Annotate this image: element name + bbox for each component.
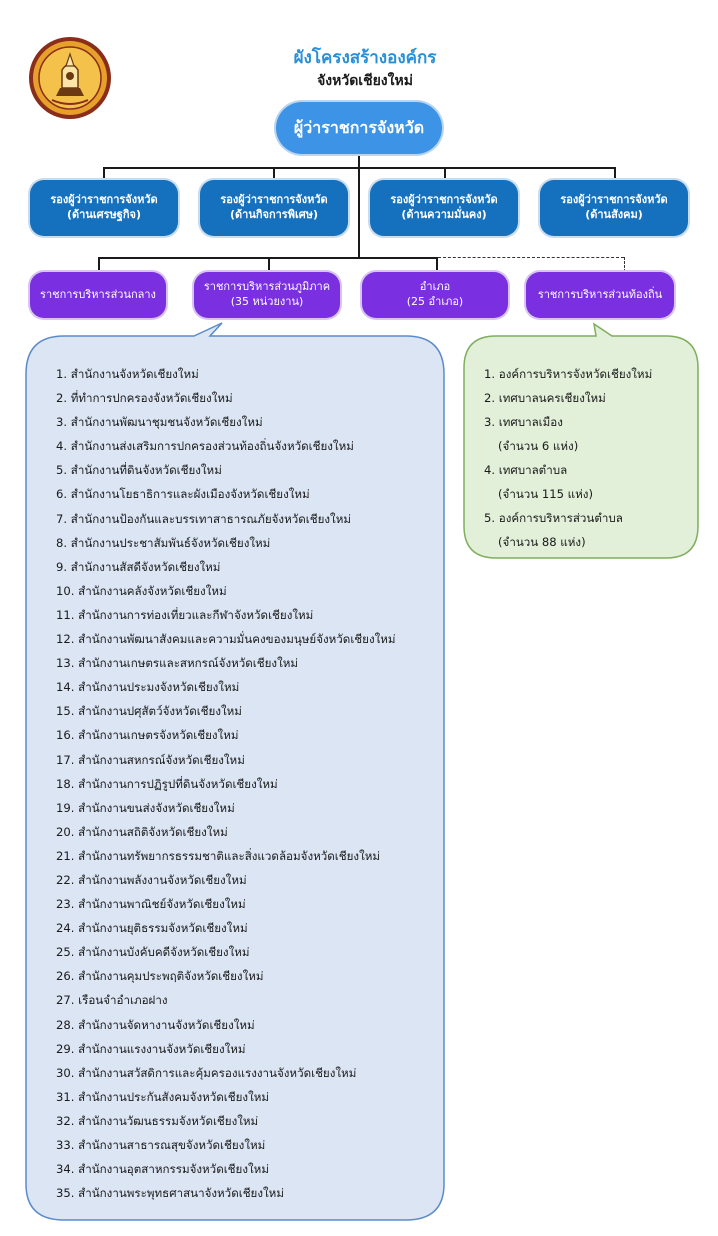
list-item: 2. เทศบาลนครเชียงใหม่ bbox=[484, 391, 606, 405]
list-item: 17. สำนักงานสหกรณ์จังหวัดเชียงใหม่ bbox=[56, 752, 245, 767]
list-item: 13. สำนักงานเกษตรและสหกรณ์จังหวัดเชียงให… bbox=[56, 656, 299, 671]
list-item: 1. สำนักงานจังหวัดเชียงใหม่ bbox=[56, 367, 199, 381]
list-item: 15. สำนักงานปศุสัตว์จังหวัดเชียงใหม่ bbox=[56, 704, 242, 719]
unit-count: (35 หน่วยงาน) bbox=[230, 295, 304, 308]
unit-label: ราชการบริหารส่วนท้องถิ่น bbox=[537, 287, 663, 301]
deputy-title: รองผู้ว่าราชการจังหวัด bbox=[560, 193, 668, 207]
deputy-social-node: รองผู้ว่าราชการจังหวัด (ด้านสังคม) bbox=[540, 180, 688, 236]
connector-unit-1 bbox=[98, 257, 100, 272]
deputy-title: รองผู้ว่าราชการจังหวัด bbox=[390, 193, 498, 207]
connector-deputy-1 bbox=[103, 167, 105, 180]
list-item: 1. องค์การบริหารจังหวัดเชียงใหม่ bbox=[484, 367, 653, 381]
list-item: 18. สำนักงานการปฏิรูปที่ดินจังหวัดเชียงใ… bbox=[56, 776, 278, 791]
connector-unit-3 bbox=[436, 257, 438, 272]
connector-deputy-4 bbox=[614, 167, 616, 180]
deputy-security-node: รองผู้ว่าราชการจังหวัด (ด้านความมั่นคง) bbox=[370, 180, 518, 236]
list-item-count: (จำนวน 115 แห่ง) bbox=[498, 487, 593, 501]
connector-local-dashed-bar bbox=[438, 257, 624, 258]
list-item: 7. สำนักงานป้องกันและบรรเทาสาธารณภัยจังห… bbox=[56, 511, 351, 526]
governor-node: ผู้ว่าราชการจังหวัด bbox=[276, 102, 442, 154]
list-item: 6. สำนักงานโยธาธิการและผังเมืองจังหวัดเช… bbox=[56, 487, 310, 502]
provincial-seal-logo bbox=[29, 37, 111, 119]
list-item: 23. สำนักงานพาณิชย์จังหวัดเชียงใหม่ bbox=[56, 897, 246, 912]
page-subtitle: จังหวัดเชียงใหม่ bbox=[317, 73, 413, 89]
local-units-panel bbox=[463, 322, 699, 559]
list-item-count: (จำนวน 6 แห่ง) bbox=[498, 439, 579, 453]
list-item: 8. สำนักงานประชาสัมพันธ์จังหวัดเชียงใหม่ bbox=[56, 535, 271, 550]
list-item: 33. สำนักงานสาธารณสุขจังหวัดเชียงใหม่ bbox=[56, 1138, 266, 1152]
regional-offices-panel bbox=[25, 322, 445, 1221]
deputy-area: (ด้านความมั่นคง) bbox=[401, 208, 487, 221]
local-units-list: 1. องค์การบริหารจังหวัดเชียงใหม่ 2. เทศบ… bbox=[484, 362, 652, 554]
list-item: 32. สำนักงานวัฒนธรรมจังหวัดเชียงใหม่ bbox=[56, 1113, 259, 1128]
list-item: 34. สำนักงานอุตสาหกรรมจังหวัดเชียงใหม่ bbox=[56, 1162, 269, 1177]
deputy-economic-node: รองผู้ว่าราชการจังหวัด (ด้านเศรษฐกิจ) bbox=[30, 180, 178, 236]
list-item: 30. สำนักงานสวัสดิการและคุ้มครองแรงงานจั… bbox=[56, 1065, 357, 1080]
list-item: 28. สำนักงานจัดหางานจังหวัดเชียงใหม่ bbox=[56, 1017, 255, 1032]
list-item: 2. ที่ทำการปกครองจังหวัดเชียงใหม่ bbox=[56, 391, 233, 406]
unit-label: ราชการบริหารส่วนภูมิภาค bbox=[203, 280, 331, 294]
central-administration-node: ราชการบริหารส่วนกลาง bbox=[30, 272, 166, 318]
connector-center-down bbox=[358, 168, 360, 258]
page-title: ผังโครงสร้างองค์กร bbox=[293, 48, 437, 68]
list-item: 9. สำนักงานสัสดีจังหวัดเชียงใหม่ bbox=[56, 559, 221, 574]
list-item: 11. สำนักงานการท่องเที่ยวและกีฬาจังหวัดเ… bbox=[56, 607, 314, 622]
connector-local-dashed-drop bbox=[624, 257, 625, 272]
deputy-title: รองผู้ว่าราชการจังหวัด bbox=[220, 193, 328, 207]
unit-count: (25 อำเภอ) bbox=[406, 295, 464, 308]
list-item-count: (จำนวน 88 แห่ง) bbox=[498, 535, 586, 549]
deputy-area: (ด้านเศรษฐกิจ) bbox=[67, 208, 141, 221]
list-item: 3. สำนักงานพัฒนาชุมชนจังหวัดเชียงใหม่ bbox=[56, 415, 263, 430]
deputy-area: (ด้านสังคม) bbox=[585, 208, 643, 221]
list-item: 20. สำนักงานสถิติจังหวัดเชียงใหม่ bbox=[56, 824, 228, 839]
list-item: 10. สำนักงานคลังจังหวัดเชียงใหม่ bbox=[56, 583, 227, 598]
list-item: 14. สำนักงานประมงจังหวัดเชียงใหม่ bbox=[56, 680, 240, 695]
list-item: 19. สำนักงานขนส่งจังหวัดเชียงใหม่ bbox=[56, 800, 235, 815]
list-item: 4. เทศบาลตำบล bbox=[484, 463, 568, 477]
connector-deputy-3 bbox=[444, 167, 446, 180]
list-item: 3. เทศบาลเมือง bbox=[484, 415, 563, 429]
list-item: 25. สำนักงานบังคับคดีจังหวัดเชียงใหม่ bbox=[56, 945, 250, 960]
list-item: 24. สำนักงานยุติธรรมจังหวัดเชียงใหม่ bbox=[56, 921, 248, 936]
unit-label: ราชการบริหารส่วนกลาง bbox=[40, 287, 156, 301]
deputy-area: (ด้านกิจการพิเศษ) bbox=[230, 208, 318, 221]
list-item: 5. สำนักงานที่ดินจังหวัดเชียงใหม่ bbox=[56, 463, 222, 478]
regional-offices-list: 1. สำนักงานจังหวัดเชียงใหม่ 2. ที่ทำการป… bbox=[56, 362, 396, 1205]
list-item: 16. สำนักงานเกษตรจังหวัดเชียงใหม่ bbox=[56, 728, 239, 743]
connector-governor-down bbox=[358, 154, 360, 168]
local-administration-node: ราชการบริหารส่วนท้องถิ่น bbox=[526, 272, 674, 318]
list-item: 22. สำนักงานพลังงานจังหวัดเชียงใหม่ bbox=[56, 872, 247, 887]
list-item: 27. เรือนจำอำเภอฝาง bbox=[56, 993, 168, 1008]
unit-label: อำเภอ bbox=[419, 280, 451, 294]
regional-administration-node: ราชการบริหารส่วนภูมิภาค (35 หน่วยงาน) bbox=[194, 272, 340, 318]
list-item: 29. สำนักงานแรงงานจังหวัดเชียงใหม่ bbox=[56, 1041, 246, 1056]
connector-deputy-2 bbox=[273, 167, 275, 180]
deputy-special-affairs-node: รองผู้ว่าราชการจังหวัด (ด้านกิจการพิเศษ) bbox=[200, 180, 348, 236]
list-item: 35. สำนักงานพระพุทธศาสนาจังหวัดเชียงใหม่ bbox=[56, 1186, 284, 1201]
deputy-title: รองผู้ว่าราชการจังหวัด bbox=[50, 193, 158, 207]
list-item: 12. สำนักงานพัฒนาสังคมและความมั่นคงของมน… bbox=[56, 632, 396, 647]
list-item: 26. สำนักงานคุมประพฤติจังหวัดเชียงใหม่ bbox=[56, 969, 264, 984]
list-item: 21. สำนักงานทรัพยากรธรรมชาติและสิ่งแวดล้… bbox=[56, 848, 381, 863]
connector-unit-2 bbox=[268, 257, 270, 272]
list-item: 4. สำนักงานส่งเสริมการปกครองส่วนท้องถิ่น… bbox=[56, 439, 354, 454]
list-item: 5. องค์การบริหารส่วนตำบล bbox=[484, 511, 623, 525]
list-item: 31. สำนักงานประกันสังคมจังหวัดเชียงใหม่ bbox=[56, 1089, 270, 1104]
district-node: อำเภอ (25 อำเภอ) bbox=[362, 272, 508, 318]
